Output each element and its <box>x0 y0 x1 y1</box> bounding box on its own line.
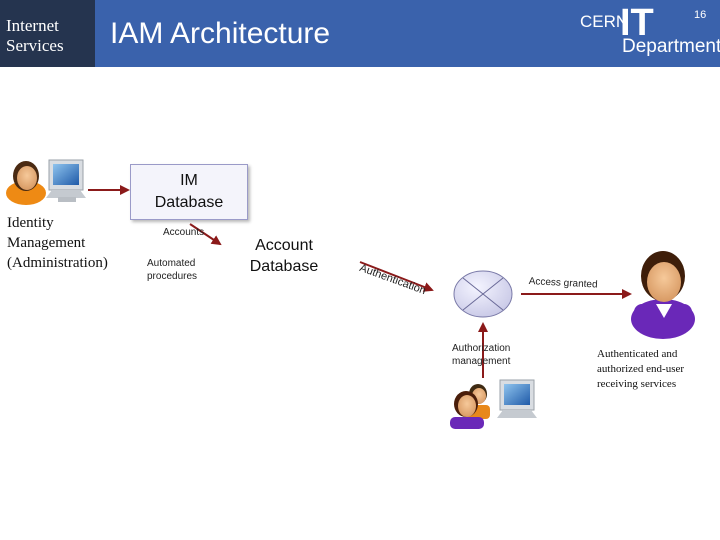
admin-person-icon <box>6 161 46 205</box>
slide-number: 16 <box>694 9 707 21</box>
im-database-box: IM Database <box>130 164 248 220</box>
account-database-label: Account Database <box>249 237 319 275</box>
accounts-label: Accounts <box>163 227 205 238</box>
authorization-admin-icon <box>450 379 537 429</box>
cern-it-logo: CERN IT Department <box>576 2 720 62</box>
logo-it: IT <box>620 2 654 44</box>
authorization-node-icon <box>453 270 513 318</box>
automated-procedures-label: Automated procedures <box>147 258 198 282</box>
computer-monitor-icon <box>46 159 86 202</box>
slide-title: IAM Architecture <box>110 17 331 50</box>
authorization-management-label: Authorization management <box>452 343 511 367</box>
identity-management-label: Identity Management (Administration) <box>7 215 108 271</box>
logo-department: Department <box>622 36 720 57</box>
end-user-person-icon <box>631 251 695 339</box>
slide-header: Internet Services IAM Architecture CERN … <box>0 0 720 67</box>
end-user-label: Authenticated and authorized end-user re… <box>597 348 685 390</box>
logo-cern: CERN <box>580 12 629 31</box>
org-name: Internet Services <box>6 16 64 55</box>
header-org-panel: Internet Services <box>0 0 95 67</box>
